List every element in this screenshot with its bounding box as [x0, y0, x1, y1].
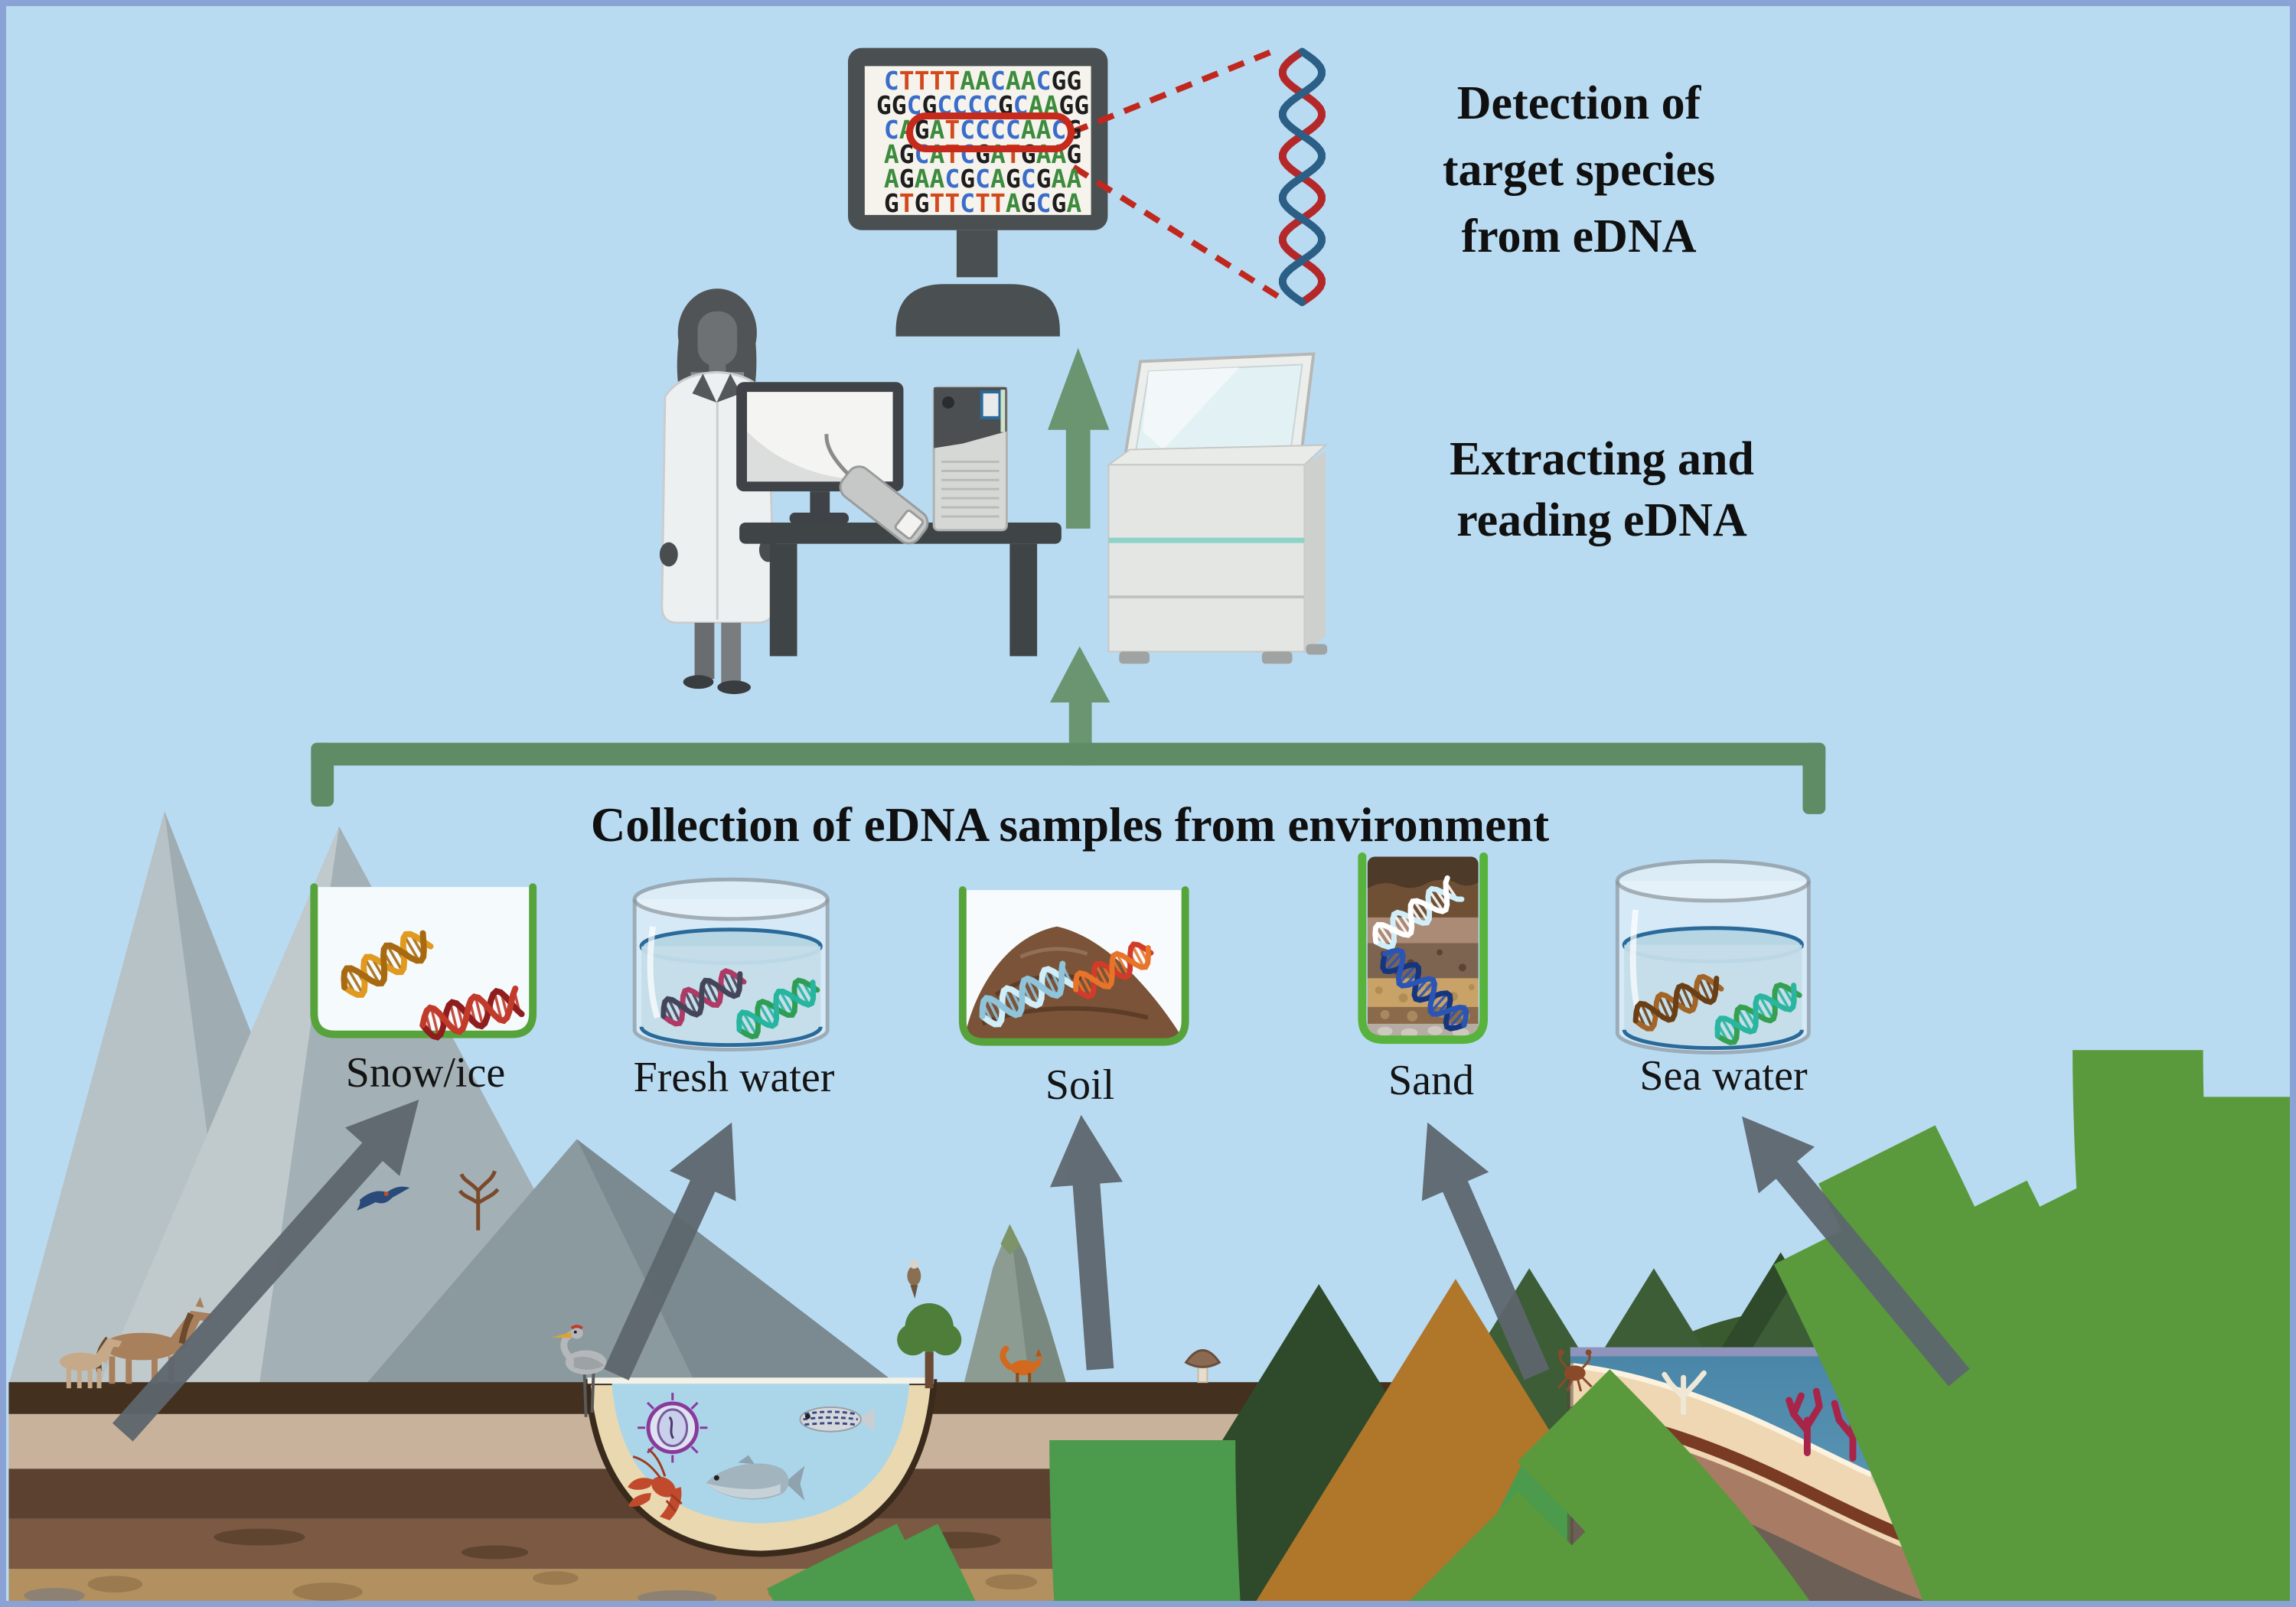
horse-icon: [95, 1297, 213, 1384]
caption-collection: Collection of eDNA samples from environm…: [590, 798, 1550, 852]
magnifier-dashes: [1071, 47, 1282, 301]
dna-sequencer-machine: [1106, 352, 1328, 664]
collection-bracket: [311, 742, 1826, 814]
desk-monitor: [736, 382, 904, 524]
collection-arrows: [112, 1100, 1970, 1442]
crab-icon: [1557, 1349, 1593, 1392]
dna-icon: [1372, 875, 1465, 950]
collection-arrow-icon: [1049, 1114, 1123, 1371]
mushroom-icon: [1184, 1349, 1221, 1384]
caption-line: target species: [1442, 144, 1716, 196]
green-tub: [310, 883, 537, 1038]
dna-sequence-row: GTGTTCTTAGCGA: [883, 188, 1082, 218]
hawk-icon: [907, 1260, 921, 1299]
shoe: [683, 675, 714, 689]
target-sequence-highlight: [906, 112, 1075, 152]
monitor-base: [895, 284, 1060, 337]
collection-arrow-icon: [1742, 1116, 1970, 1387]
rock-crag: [964, 1224, 1066, 1383]
dna-icon: [660, 967, 747, 1027]
barcode-scanner: [824, 434, 929, 545]
leg: [721, 622, 742, 684]
green-column: [1358, 852, 1489, 1045]
label-sand: Sand: [1388, 1057, 1474, 1104]
caption-extraction: Extracting and reading eDNA: [1414, 429, 1789, 551]
caption-detection: Detection of target species from eDNA: [1411, 70, 1747, 270]
label-fresh-water: Fresh water: [633, 1054, 835, 1101]
caption-line: from eDNA: [1461, 210, 1697, 262]
caption-line: Extracting and: [1450, 433, 1754, 485]
green-tub: [958, 886, 1189, 1046]
caption-line: Detection of: [1456, 77, 1701, 129]
salmon-icon: [706, 1455, 805, 1501]
bare-tree-icon: [458, 1170, 500, 1231]
red-coral-icon: [1786, 1387, 1870, 1462]
collection-arrow-icon: [112, 1100, 419, 1442]
dna-sequence-row: GGCGCCCCGCAAGG: [876, 90, 1090, 120]
face: [697, 311, 738, 367]
label-sea-water: Sea water: [1639, 1052, 1808, 1100]
dna-icon: [979, 960, 1076, 1028]
lab-desk: [739, 522, 1062, 657]
monitor-neck: [956, 230, 998, 278]
sea-water-sample: [1615, 859, 1811, 1054]
dna-icon: [341, 930, 434, 999]
scene-artwork: [8, 47, 2290, 1601]
dna-icon: [736, 977, 820, 1040]
dna-icon: [1632, 973, 1724, 1032]
collection-arrow-icon: [604, 1122, 736, 1380]
dna-sequence-row: CTTTTAACAACGG: [883, 66, 1082, 96]
dna-sequence-row: AGAACGCAGCGAA: [883, 164, 1082, 194]
leg: [694, 622, 715, 680]
dna-icon: [419, 985, 525, 1041]
heron-icon: [550, 1325, 607, 1417]
dna-icon: [1278, 47, 1326, 306]
dna-icon: [1380, 947, 1469, 1032]
swallow-icon: [356, 1186, 410, 1211]
desktop-tower: [932, 386, 1008, 532]
horses: [59, 1297, 213, 1389]
shoe: [717, 680, 751, 695]
crayfish-icon: [628, 1448, 683, 1521]
fox-icon: [1000, 1345, 1044, 1383]
label-soil: Soil: [1045, 1061, 1115, 1109]
fresh-water-sample: [632, 877, 830, 1051]
dna-icon: [1073, 941, 1154, 999]
hand: [659, 542, 678, 567]
dna-helix-icon: [1278, 47, 1326, 306]
zebrafish-icon: [799, 1406, 875, 1433]
sample-dna-strands: [341, 875, 1802, 1045]
label-snow-ice: Snow/ice: [345, 1049, 506, 1097]
caption-line: reading eDNA: [1456, 494, 1747, 546]
flow-arrow-top: [1048, 347, 1110, 529]
white-coral-icon: [1662, 1370, 1707, 1416]
dna-icon: [1714, 982, 1802, 1045]
foal-icon: [59, 1338, 122, 1389]
scientist: [659, 288, 778, 695]
collection-arrow-icon: [1421, 1122, 1550, 1380]
microbe-icon: [638, 1393, 708, 1463]
